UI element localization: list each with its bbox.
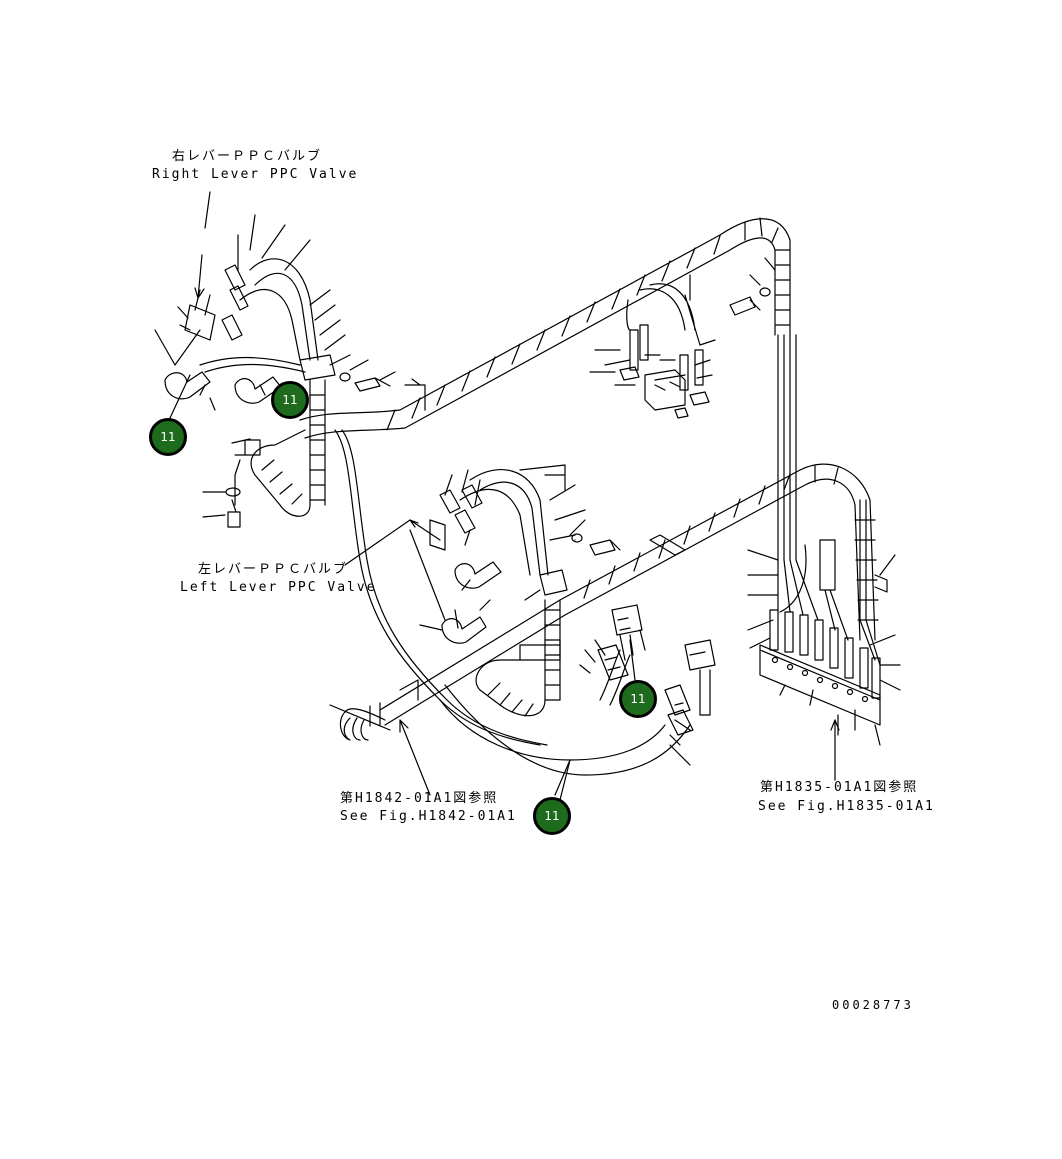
vertical-hoses-right [778, 335, 796, 560]
right-valve-leaders [178, 192, 395, 517]
callout-badge-1-label: 11 [160, 430, 176, 444]
leader-h1835 [831, 720, 839, 780]
callout-badge-3[interactable]: 11 [619, 680, 657, 718]
leader-h1842 [400, 720, 430, 795]
left-valve-label-jp: 左レバーＰＰＣバルブ [198, 562, 349, 577]
bolt-and-washer-group-2 [572, 534, 620, 555]
ref-h1842-label-jp: 第H1842-01A1図参照 [340, 791, 499, 806]
right-valve-label-en: Right Lever PPC Valve [152, 167, 359, 182]
connector-cluster-center [580, 605, 715, 765]
left-valve-hose-loop [476, 600, 560, 716]
ref-h1842-label-en: See Fig.H1842-01A1 [340, 809, 517, 824]
right-manifold [748, 500, 900, 745]
right-valve-hose-bundle [240, 259, 335, 516]
callout-badge-2[interactable]: 11 [271, 381, 309, 419]
left-lever-valve [430, 465, 567, 643]
mid-right-valve-cluster [590, 258, 775, 418]
callout-badge-4[interactable]: 11 [533, 797, 571, 835]
right-lever-valve [155, 265, 305, 403]
ref-h1835-label-en: See Fig.H1835-01A1 [758, 799, 935, 814]
upper-wrapped-hose [300, 218, 790, 438]
main-lower-harness [330, 464, 878, 740]
callout-leader-3 [630, 640, 635, 680]
callout-badge-1[interactable]: 11 [149, 418, 187, 456]
callout-badge-3-label: 11 [630, 692, 646, 706]
drawing-number: 00028773 [832, 998, 914, 1012]
left-valve-label-en: Left Lever PPC Valve [180, 580, 377, 595]
callout-badge-2-label: 11 [282, 393, 298, 407]
callout-badge-4-label: 11 [544, 809, 560, 823]
ref-h1835-label-jp: 第H1835-01A1図参照 [760, 780, 919, 795]
left-valve-leaders [410, 470, 585, 630]
right-valve-label-jp: 右レバーＰＰＣバルブ [172, 149, 323, 164]
callout-leader-1 [170, 375, 190, 418]
leader-left-valve [345, 520, 410, 565]
callout-leader-4 [555, 760, 570, 795]
thin-wire-to-harness [335, 430, 540, 745]
bolt-and-washer-group-1 [226, 373, 390, 527]
